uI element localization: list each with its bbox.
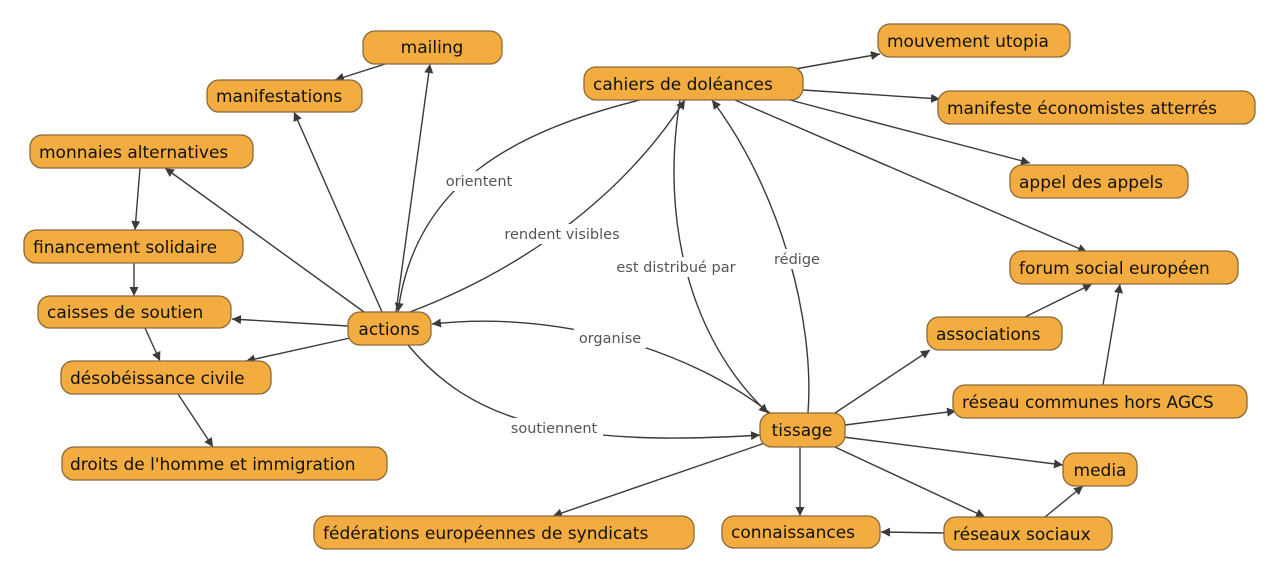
- node-label: réseaux sociaux: [953, 525, 1091, 545]
- node-desobeissance-civile[interactable]: désobéissance civile: [60, 360, 272, 395]
- edge-mailing-manifestations: [334, 63, 386, 82]
- edge-label-rendent-visibles: rendent visibles: [504, 227, 619, 243]
- node-tissage[interactable]: tissage: [759, 412, 846, 448]
- edge-cahiers-forum: [734, 99, 1088, 253]
- node-label: caisses de soutien: [47, 303, 203, 323]
- node-monnaies-alternatives[interactable]: monnaies alternatives: [29, 134, 254, 169]
- edge-label-orientent: orientent: [446, 174, 513, 190]
- node-label: media: [1074, 461, 1127, 481]
- node-label: connaissances: [731, 523, 855, 543]
- edge-labels: orientent rendent visibles organise sout…: [442, 171, 824, 438]
- node-label: cahiers de doléances: [593, 75, 773, 95]
- edge-actions-monnaies: [164, 167, 365, 313]
- edge-tissage-media: [842, 436, 1064, 469]
- edge-actions-mailing: [395, 63, 434, 313]
- edge-caisses-desobeissance: [144, 327, 161, 362]
- node-label: réseau communes hors AGCS: [962, 393, 1214, 413]
- edge-label-redige: rédige: [774, 252, 820, 268]
- node-mailing[interactable]: mailing: [362, 30, 503, 65]
- node-label: tissage: [772, 421, 833, 441]
- edge-actions-cahiers: [409, 99, 686, 313]
- edge-tissage-associations: [834, 349, 931, 414]
- edge-cahiers-actions: [394, 99, 641, 313]
- node-label: mouvement utopia: [887, 32, 1049, 52]
- node-label: forum social européen: [1019, 259, 1210, 279]
- node-droits-de-l-homme[interactable]: droits de l'homme et immigration: [61, 446, 388, 481]
- edge-reseaux-sociaux-media: [1044, 485, 1084, 518]
- node-label: droits de l'homme et immigration: [70, 455, 356, 475]
- edge-label-est-distribue-par: est distribué par: [616, 260, 735, 276]
- edge-tissage-federations: [552, 442, 766, 518]
- edge-label-organise: organise: [579, 331, 641, 347]
- node-label: associations: [936, 325, 1041, 345]
- edge-reseau-communes-forum: [1102, 283, 1123, 386]
- node-label: mailing: [401, 38, 464, 58]
- edge-actions-desobeissance: [245, 337, 351, 364]
- edge-cahiers-tissage: [673, 99, 769, 414]
- node-manifeste-economistes[interactable]: manifeste économistes atterrés: [937, 90, 1256, 125]
- node-label: désobéissance civile: [70, 369, 245, 389]
- edge-tissage-reseau-communes: [844, 407, 957, 426]
- edge-actions-caisses: [231, 315, 349, 327]
- node-forum-social-europeen[interactable]: forum social européen: [1009, 250, 1239, 285]
- edge-associations-forum: [1024, 283, 1093, 318]
- edge-cahiers-appel: [789, 99, 1031, 166]
- node-connaissances[interactable]: connaissances: [721, 515, 881, 549]
- edge-label-soutiennent: soutiennent: [511, 421, 598, 437]
- nodes: mailing manifestations monnaies alternat…: [23, 23, 1256, 551]
- edge-actions-manifestations: [293, 111, 383, 313]
- node-label: financement solidaire: [33, 238, 217, 258]
- node-cahiers-de-doleances[interactable]: cahiers de doléances: [583, 66, 804, 101]
- node-financement-solidaire[interactable]: financement solidaire: [23, 229, 244, 264]
- node-manifestations[interactable]: manifestations: [206, 79, 363, 113]
- edge-tissage-reseaux-sociaux: [834, 446, 986, 518]
- node-caisses-de-soutien[interactable]: caisses de soutien: [37, 295, 232, 329]
- node-federations-europeennes[interactable]: fédérations européennes de syndicats: [313, 515, 695, 550]
- node-label: fédérations européennes de syndicats: [323, 524, 648, 544]
- node-mouvement-utopia[interactable]: mouvement utopia: [877, 23, 1071, 58]
- edge-monnaies-financement: [131, 167, 141, 231]
- edge-desobeissance-droits: [177, 393, 214, 448]
- node-reseau-communes-hors-agcs[interactable]: réseau communes hors AGCS: [952, 384, 1248, 419]
- node-label: monnaies alternatives: [39, 143, 228, 163]
- edge-cahiers-utopia: [794, 51, 881, 70]
- node-label: actions: [358, 320, 419, 340]
- node-actions[interactable]: actions: [347, 311, 432, 346]
- edge-cahiers-manifeste: [802, 89, 941, 103]
- node-associations[interactable]: associations: [926, 316, 1063, 351]
- node-label: manifeste économistes atterrés: [947, 99, 1217, 119]
- node-media[interactable]: media: [1062, 452, 1138, 487]
- node-label: manifestations: [216, 87, 342, 107]
- edge-reseaux-sociaux-connaissances: [880, 527, 946, 537]
- node-label: appel des appels: [1019, 173, 1163, 193]
- node-reseaux-sociaux[interactable]: réseaux sociaux: [943, 516, 1113, 551]
- node-appel-des-appels[interactable]: appel des appels: [1009, 164, 1189, 199]
